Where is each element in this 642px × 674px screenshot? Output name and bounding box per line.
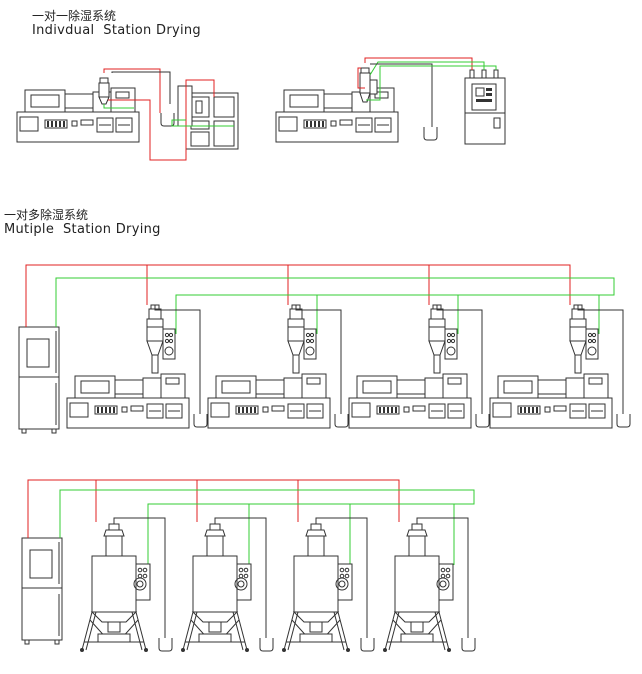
multiple-station-machines xyxy=(18,264,631,434)
multiple-title-cn: 一对多除湿系统 xyxy=(4,208,89,222)
multiple-station-hoppers xyxy=(21,479,476,653)
individual-title-en: Indivdual Station Drying xyxy=(32,23,201,38)
individual-station-2 xyxy=(275,57,506,145)
multiple-title-en: Mutiple Station Drying xyxy=(4,222,161,237)
individual-title-cn: 一对一除湿系统 xyxy=(32,9,117,23)
individual-station-1 xyxy=(16,68,239,161)
